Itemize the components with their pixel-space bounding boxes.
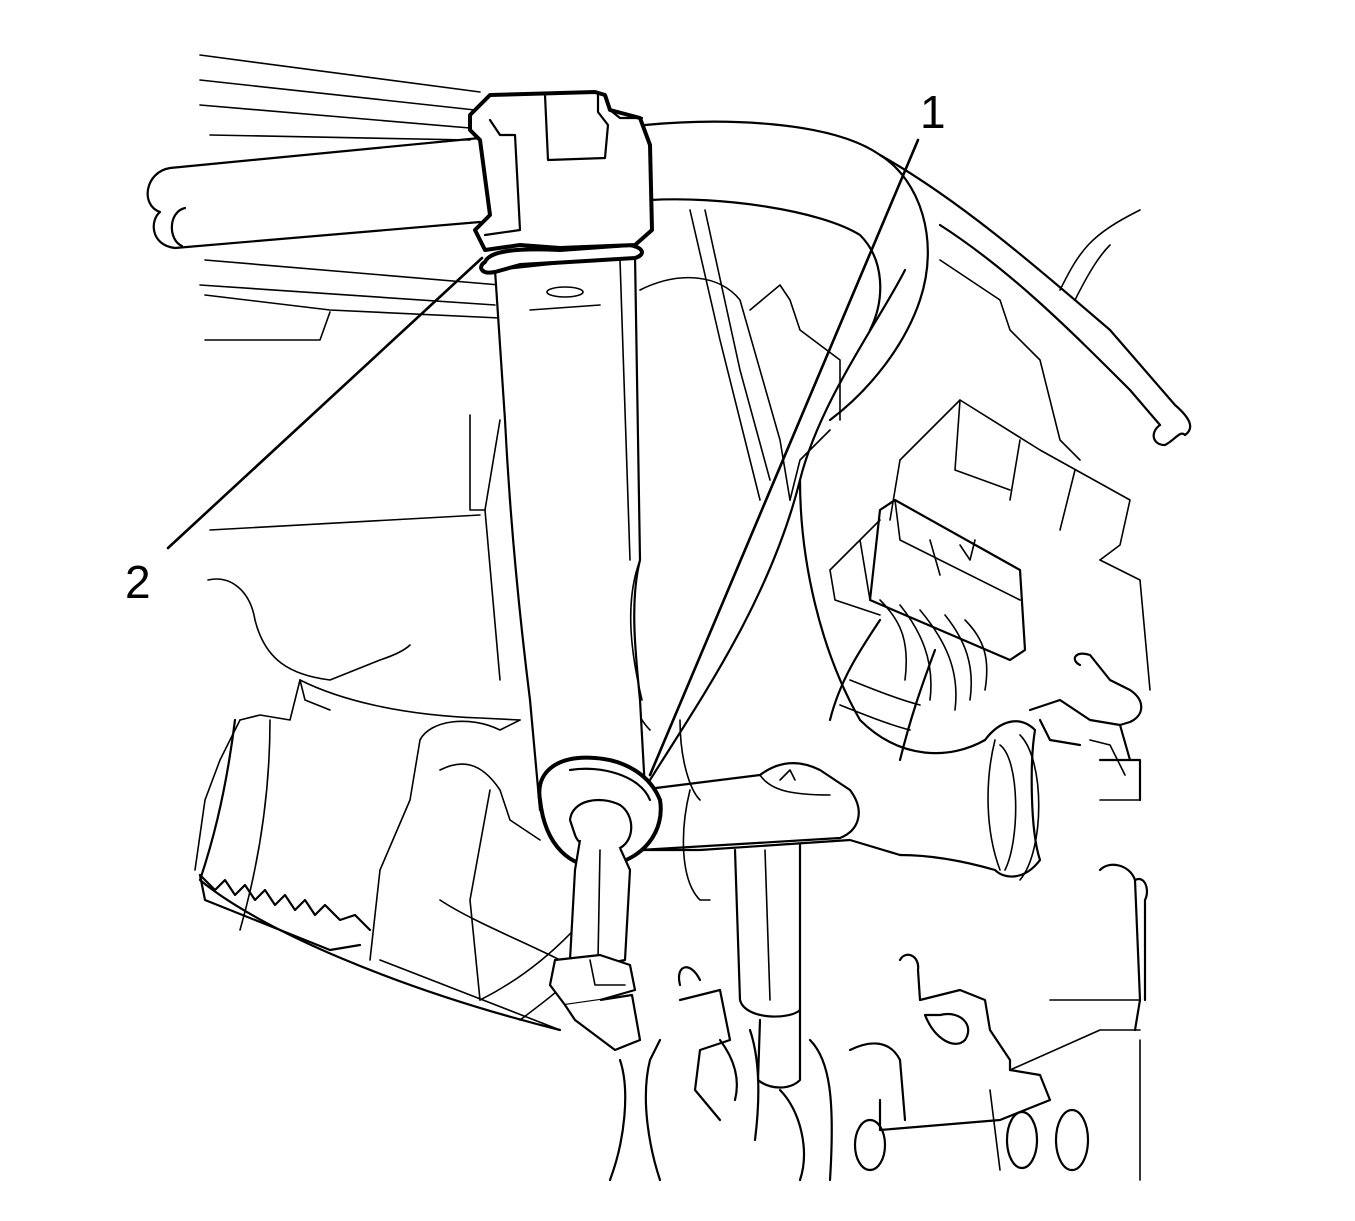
bottom-hardware xyxy=(608,863,1149,1182)
right-components xyxy=(828,259,1151,802)
upper-clamp-bracket[interactable] xyxy=(468,90,654,252)
callout-1-label: 1 xyxy=(920,86,946,138)
lower-shock-mount xyxy=(537,755,663,1052)
upper-pipe xyxy=(643,120,1192,447)
callout-1-leader xyxy=(648,138,920,777)
upper-frame-lines xyxy=(199,54,501,531)
callout-2-leader xyxy=(166,256,484,550)
mid-bracket-lines xyxy=(639,209,841,901)
callout-2-label: 2 xyxy=(125,556,151,608)
control-arm xyxy=(638,268,1042,881)
lower-rod xyxy=(733,843,802,1089)
left-tube xyxy=(146,136,482,250)
shock-absorber xyxy=(479,243,647,812)
